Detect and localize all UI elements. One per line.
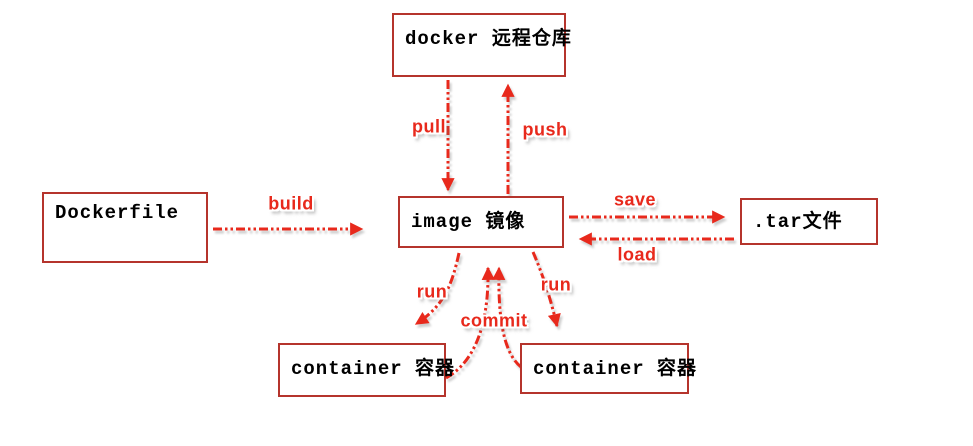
commit-right-arrow xyxy=(492,266,522,369)
node-container-left: container 容器 xyxy=(278,343,454,397)
load-label: load xyxy=(617,244,657,265)
node-tar-file: .tar文件 xyxy=(740,198,878,245)
push-label: push xyxy=(522,119,568,140)
commit-left-arrow xyxy=(445,266,495,380)
save-label: save xyxy=(613,189,657,210)
node-image: image 镜像 xyxy=(398,196,564,248)
node-docker-registry: docker 远程仓库 xyxy=(392,13,571,77)
pull-label: pull xyxy=(412,116,446,137)
node-container-right: container 容器 xyxy=(520,343,696,394)
run-left-arrow xyxy=(414,252,461,326)
node-dockerfile: Dockerfile xyxy=(42,192,208,263)
run-right-label: run xyxy=(540,274,572,295)
commit-label: commit xyxy=(460,310,528,331)
build-label: build xyxy=(268,193,314,214)
run-left-label: run xyxy=(416,281,448,302)
run-right-arrow xyxy=(531,251,561,328)
